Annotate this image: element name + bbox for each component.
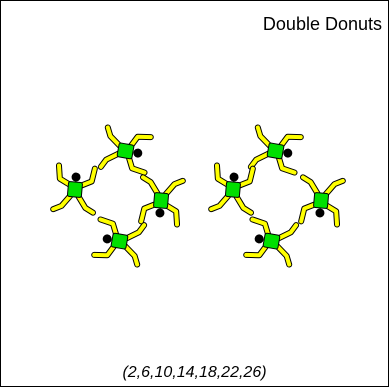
skydiver-figure — [53, 165, 97, 212]
diagram-title: Double Donuts — [262, 14, 382, 34]
formation-right — [211, 127, 343, 264]
formation-left — [53, 127, 183, 264]
skydiver-figure — [251, 127, 301, 174]
skydiver-figure — [299, 177, 343, 224]
formation-sequence: (2,6,10,14,18,22,26) — [122, 364, 267, 381]
skydiver-figure — [211, 165, 255, 212]
skydiver-figure — [246, 217, 296, 264]
skydiver-figure — [139, 177, 183, 224]
skydiver-figure — [101, 127, 151, 174]
skydiver-figure — [94, 217, 144, 264]
